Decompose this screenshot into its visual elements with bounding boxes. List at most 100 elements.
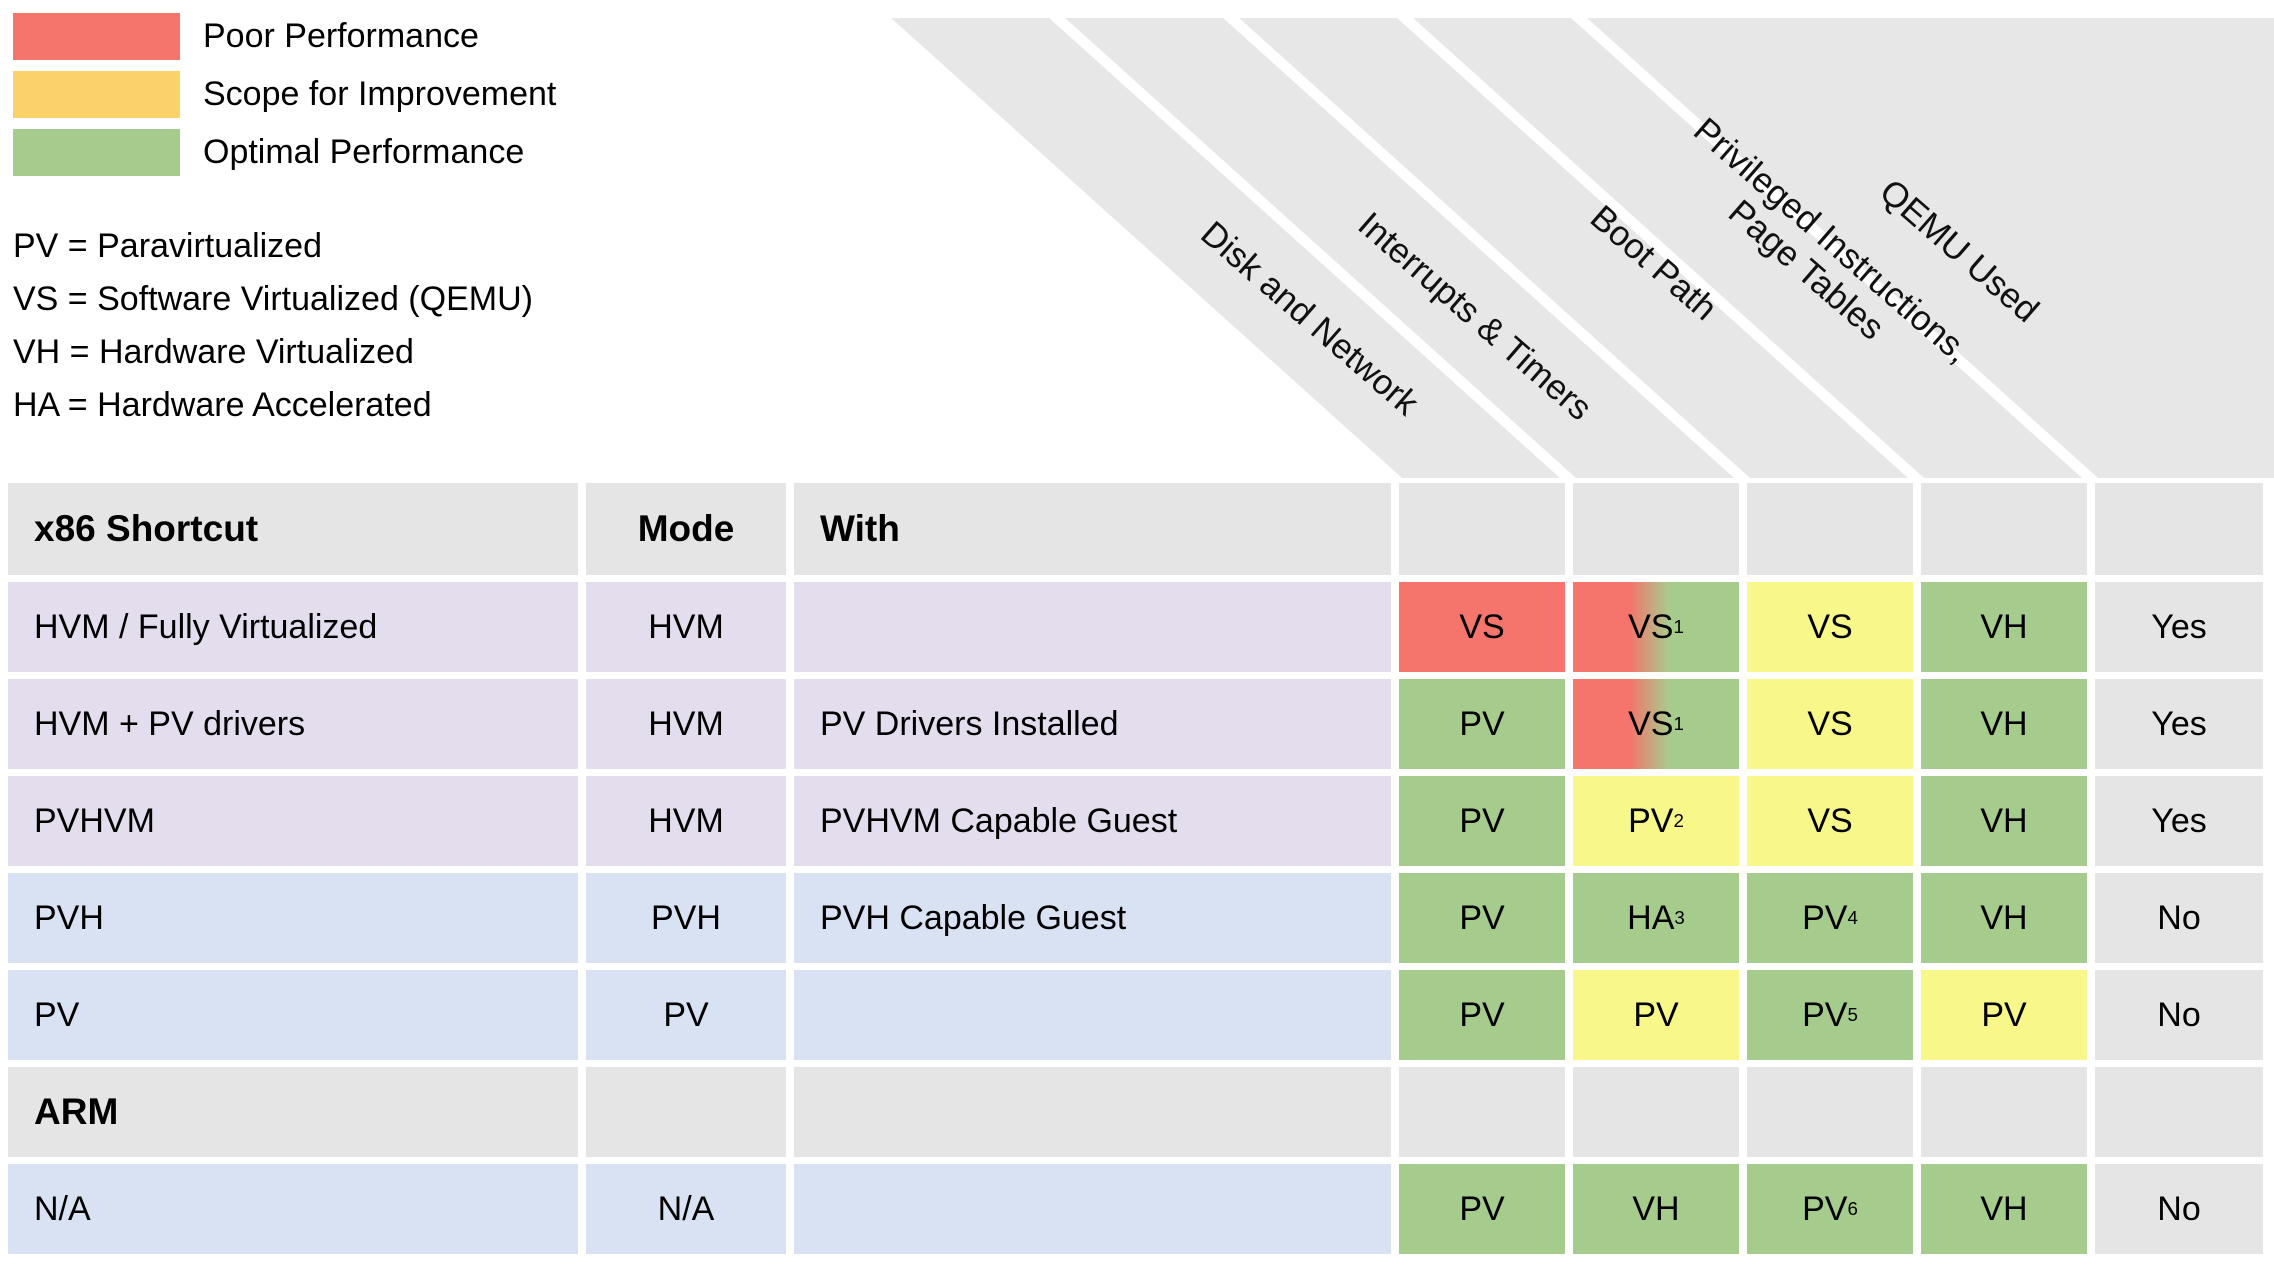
- section-row-spacer: [1921, 1067, 2087, 1157]
- perf-cell-text: PV: [1459, 801, 1505, 840]
- perf-cell-text: PV: [1802, 898, 1848, 937]
- cell-with: [794, 1164, 1391, 1254]
- cell-shortcut: HVM / Fully Virtualized: [8, 582, 578, 672]
- cell-mode: HVM: [586, 679, 786, 769]
- column-header-spacer: [1573, 483, 1739, 575]
- perf-cell: VH: [1921, 1164, 2087, 1254]
- cell-mode: HVM: [586, 582, 786, 672]
- poor-performance-swatch-icon: [13, 13, 180, 60]
- perf-cell-text: PV: [1633, 995, 1679, 1034]
- abbreviation-list: PV = Paravirtualized VS = Software Virtua…: [13, 220, 533, 432]
- legend-item: Poor Performance: [13, 13, 556, 60]
- perf-cell: VH: [1573, 1164, 1739, 1254]
- section-row-spacer: [794, 1067, 1391, 1157]
- perf-cell-text: VH: [1980, 607, 2028, 646]
- perf-cell: PV: [1399, 1164, 1565, 1254]
- perf-cell-text: VH: [1632, 1189, 1680, 1228]
- qemu-cell: No: [2095, 970, 2263, 1060]
- perf-cell: VH: [1921, 679, 2087, 769]
- legend-item: Scope for Improvement: [13, 71, 556, 118]
- perf-cell: VS: [1747, 582, 1913, 672]
- cell-with: [794, 582, 1391, 672]
- perf-cell: PV: [1399, 970, 1565, 1060]
- qemu-cell: Yes: [2095, 776, 2263, 866]
- perf-cell: PV: [1399, 873, 1565, 963]
- cell-mode: PVH: [586, 873, 786, 963]
- section-row-spacer: [1747, 1067, 1913, 1157]
- perf-cell-text: VS: [1807, 704, 1853, 743]
- perf-cell-text: HA: [1627, 898, 1675, 937]
- column-header-spacer: [1921, 483, 2087, 575]
- perf-cell-text: VS: [1807, 801, 1853, 840]
- cell-mode: HVM: [586, 776, 786, 866]
- column-header-spacer: [2095, 483, 2263, 575]
- abbreviation-line: VH = Hardware Virtualized: [13, 333, 414, 371]
- perf-cell: PV: [1399, 776, 1565, 866]
- qemu-cell: Yes: [2095, 679, 2263, 769]
- cell-shortcut: PVH: [8, 873, 578, 963]
- perf-cell-text: PV: [1802, 995, 1848, 1034]
- abbreviation-line: VS = Software Virtualized (QEMU): [13, 280, 533, 318]
- column-header-x86-shortcut: x86 Shortcut: [8, 483, 578, 575]
- perf-cell-text: PV: [1981, 995, 2027, 1034]
- perf-cell: VH: [1921, 776, 2087, 866]
- perf-cell: VS: [1747, 776, 1913, 866]
- legend-label: Optimal Performance: [203, 133, 525, 171]
- column-header-with: With: [794, 483, 1391, 575]
- perf-cell-text: PV: [1459, 1189, 1505, 1228]
- legend-label: Scope for Improvement: [203, 75, 557, 113]
- cell-mode: N/A: [586, 1164, 786, 1254]
- perf-cell-text: VH: [1980, 801, 2028, 840]
- legend-label: Poor Performance: [203, 17, 479, 55]
- perf-cell-text: VH: [1980, 898, 2028, 937]
- perf-cell-text: PV: [1628, 801, 1674, 840]
- perf-cell: PV: [1573, 970, 1739, 1060]
- column-header-spacer: [1747, 483, 1913, 575]
- cell-with: PVHVM Capable Guest: [794, 776, 1391, 866]
- cell-with: PVH Capable Guest: [794, 873, 1391, 963]
- cell-mode: PV: [586, 970, 786, 1060]
- perf-cell: VH: [1921, 582, 2087, 672]
- perf-cell: VS: [1399, 582, 1565, 672]
- section-row-spacer: [1399, 1067, 1565, 1157]
- abbreviation-line: PV = Paravirtualized: [13, 227, 322, 265]
- perf-cell-text: VH: [1980, 1189, 2028, 1228]
- cell-shortcut: HVM + PV drivers: [8, 679, 578, 769]
- section-row-spacer: [1573, 1067, 1739, 1157]
- section-row-spacer: [586, 1067, 786, 1157]
- perf-cell-text: PV: [1802, 1189, 1848, 1228]
- perf-cell-text: VH: [1980, 704, 2028, 743]
- perf-cell-text: VS: [1628, 704, 1674, 743]
- qemu-cell: No: [2095, 1164, 2263, 1254]
- column-header-spacer: [1399, 483, 1565, 575]
- cell-with: [794, 970, 1391, 1060]
- legend-item: Optimal Performance: [13, 129, 556, 176]
- optimal-performance-swatch-icon: [13, 129, 180, 176]
- column-header-mode: Mode: [586, 483, 786, 575]
- perf-cell: PV: [1399, 679, 1565, 769]
- section-row-spacer: [2095, 1067, 2263, 1157]
- section-label: ARM: [34, 1091, 119, 1132]
- perf-cell: VH: [1921, 873, 2087, 963]
- perf-cell: VS: [1747, 679, 1913, 769]
- section-row-label-cell: ARM: [8, 1067, 578, 1157]
- perf-cell-text: VS: [1807, 607, 1853, 646]
- scope-for-improvement-swatch-icon: [13, 71, 180, 118]
- abbreviation-line: HA = Hardware Accelerated: [13, 386, 432, 424]
- perf-cell-text: VS: [1459, 607, 1505, 646]
- perf-cell: PV: [1921, 970, 2087, 1060]
- cell-with: PV Drivers Installed: [794, 679, 1391, 769]
- cell-shortcut: PV: [8, 970, 578, 1060]
- qemu-cell: Yes: [2095, 582, 2263, 672]
- perf-cell-text: PV: [1459, 704, 1505, 743]
- perf-cell-text: PV: [1459, 898, 1505, 937]
